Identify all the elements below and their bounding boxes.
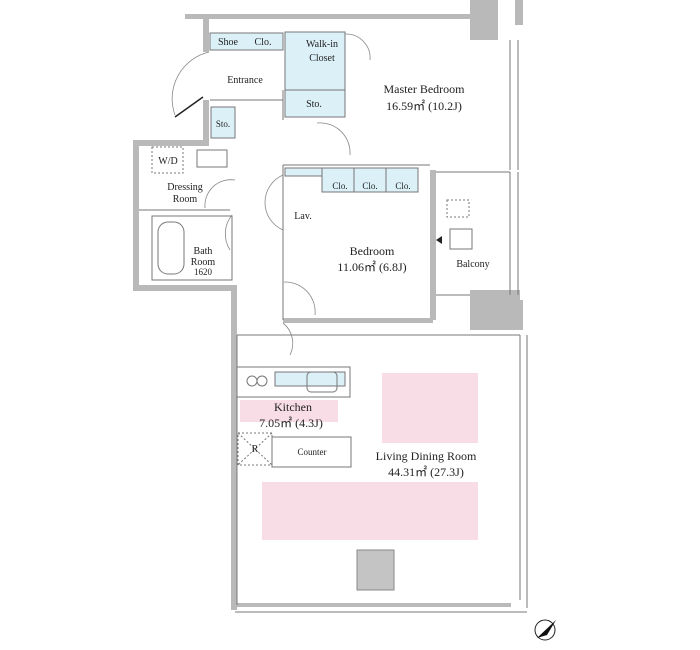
bath-room-label-2: Room (191, 257, 216, 268)
dressing-room-label-1: Dressing (167, 182, 203, 193)
closet-label: Clo. (255, 37, 272, 48)
living-zone (382, 373, 478, 443)
north-compass-icon (534, 619, 556, 641)
living-dining-name: Living Dining Room (376, 449, 477, 463)
master-bedroom-name: Master Bedroom (384, 82, 466, 96)
lavatory-label: Lav. (294, 211, 311, 222)
kitchen-area: 7.05㎡ (4.3J) (259, 416, 323, 430)
kitchen-zone (240, 400, 338, 422)
walk-in-closet-label-1: Walk-in (306, 39, 338, 50)
kitchen-name: Kitchen (274, 400, 312, 414)
storage-master (284, 89, 346, 118)
dining-zone (262, 482, 478, 540)
arrow-icon (436, 236, 442, 244)
bath-room-label-1: Bath (194, 246, 213, 257)
closet-label-3: Clo. (395, 181, 410, 191)
storage-entrance (210, 106, 236, 139)
washer-dryer-box (151, 146, 184, 174)
bedroom-closets (321, 167, 419, 193)
living-dining-area: 44.31㎡ (27.3J) (388, 465, 464, 479)
storage-label: Sto. (306, 99, 322, 110)
dressing-sink (196, 149, 228, 168)
washer-dryer-label: W/D (158, 156, 177, 167)
walk-in-closet-label-2: Closet (309, 53, 335, 64)
bedroom-name: Bedroom (350, 244, 395, 258)
counter-box (271, 436, 352, 468)
sink-basin (306, 371, 338, 393)
master-bedroom-area: 16.59㎡ (10.2J) (386, 99, 462, 113)
entrance-label: Entrance (227, 75, 263, 86)
doors[interactable] (171, 33, 371, 356)
kitchen-sink (274, 371, 346, 387)
bath-area (151, 215, 233, 281)
lav-counter (284, 167, 323, 177)
kitchen-counter-top (236, 366, 351, 398)
dressing-room-label-2: Room (173, 194, 198, 205)
counter-label: Counter (298, 447, 327, 457)
closet-label-1: Clo. (332, 181, 347, 191)
bathtub-icon (157, 221, 185, 275)
walls (133, 0, 528, 613)
refrigerator-label: R (252, 444, 259, 455)
shoe-closet-label: Shoe (218, 37, 239, 48)
shoe-closet (209, 32, 284, 51)
stove-icon (246, 375, 258, 387)
balcony-unit-outline (446, 199, 470, 218)
storage-label-2: Sto. (216, 119, 230, 129)
column (356, 549, 395, 591)
walk-in-closet (284, 31, 346, 91)
bath-room-size: 1620 (194, 267, 213, 277)
balcony-label: Balcony (456, 259, 489, 270)
closet-label-2: Clo. (362, 181, 377, 191)
bedroom-area: 11.06㎡ (6.8J) (337, 260, 406, 274)
balcony-unit (449, 228, 473, 250)
